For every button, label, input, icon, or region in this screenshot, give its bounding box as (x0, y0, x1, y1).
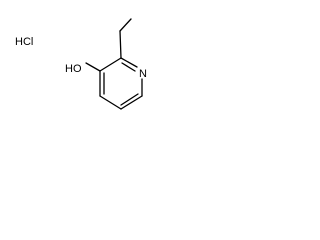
bond-n-c2-inner (121, 62, 136, 72)
bond-ethyl-ring (119, 30, 122, 59)
hydroxyl-label: HO (65, 63, 82, 75)
bond-n-c2 (120, 57, 138, 68)
hcl-label: HCl (15, 36, 33, 48)
bond-c3-o (85, 62, 101, 72)
chemical-structure: HCl HO N (15, 18, 147, 110)
bond-c2-c3 (99, 57, 122, 72)
nitrogen-label: N (139, 68, 147, 80)
bond-c4-c5 (99, 95, 122, 110)
bond-c5-c6 (120, 95, 143, 110)
bond-ethyl-terminal (119, 18, 132, 32)
bond-c5-c6-inner (120, 93, 139, 106)
